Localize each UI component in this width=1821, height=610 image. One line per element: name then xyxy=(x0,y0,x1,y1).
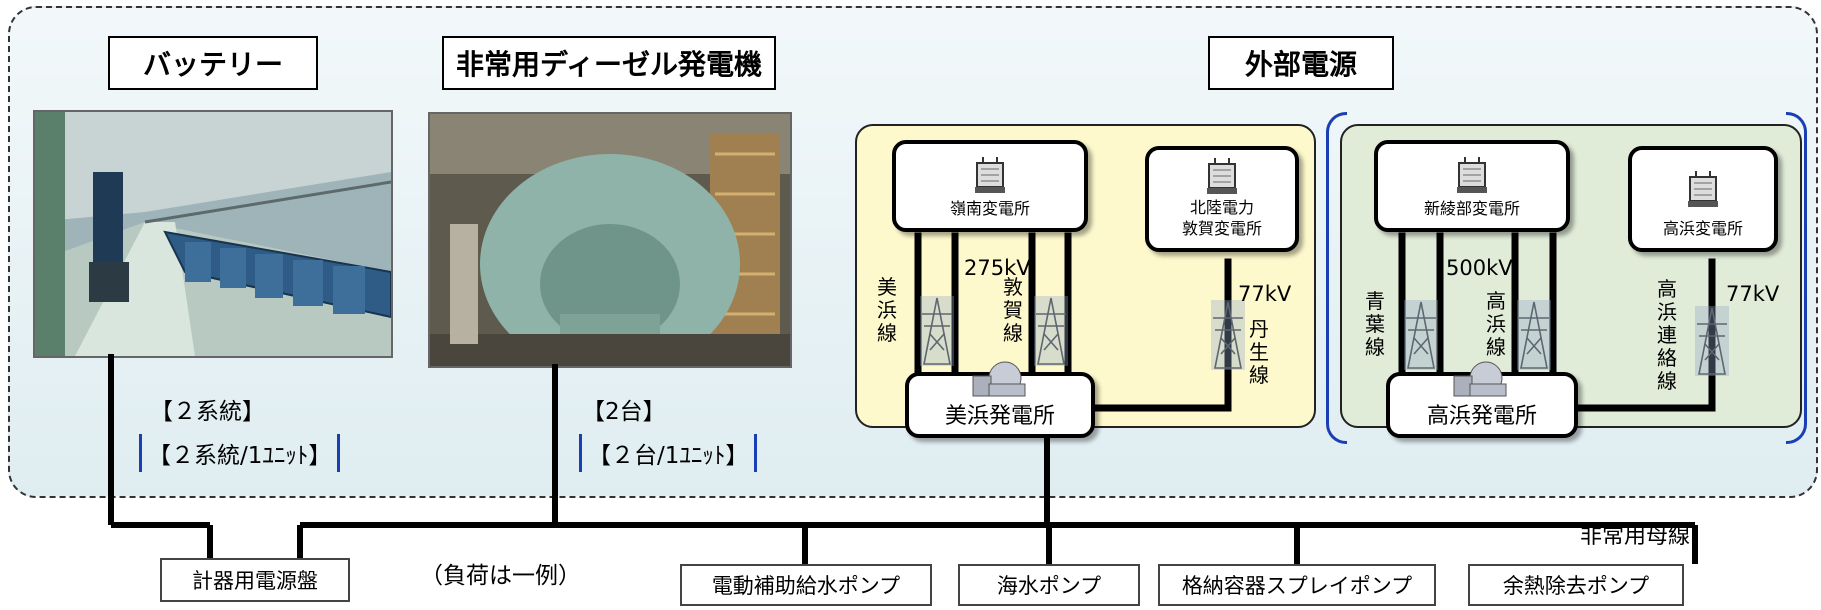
substation-reinan-label: 嶺南変電所 xyxy=(949,199,1030,219)
transmission-tower-icon xyxy=(1517,300,1551,370)
transmission-tower-icon xyxy=(1211,300,1245,370)
load-residual-heat-removal-pump: 余熱除去ポンプ xyxy=(1468,564,1684,606)
nuclear-plant-icon xyxy=(972,361,1026,397)
transformer-icon xyxy=(975,157,1005,194)
line-renraku-label: 高浜連絡線 xyxy=(1657,277,1677,393)
mihama-275kv-label: 275kV xyxy=(964,256,1031,280)
mihama-77kv-label: 77kV xyxy=(1238,282,1292,306)
load-aux-feedwater-pump: 電動補助給水ポンプ xyxy=(680,564,932,606)
battery-title: バッテリー xyxy=(108,36,318,90)
takahama-500kv-label: 500kV xyxy=(1446,256,1513,280)
substation-tsuruga: 北陸電力 敦賀変電所 xyxy=(1145,146,1299,252)
diesel-title: 非常用ディーゼル発電機 xyxy=(442,36,776,90)
load-containment-spray-pump: 格納容器スプレイポンプ xyxy=(1158,564,1436,606)
line-aoba-label: 青葉線 xyxy=(1365,289,1385,359)
diesel-per-unit: 【２台/1ﾕﾆｯﾄ】 xyxy=(579,434,758,472)
transformer-icon xyxy=(1207,158,1237,195)
substation-takahama: 高浜変電所 xyxy=(1628,146,1778,252)
transformer-icon xyxy=(1688,171,1718,208)
battery-per-unit: 【２系統/1ﾕﾆｯﾄ】 xyxy=(139,434,341,472)
transformer-icon xyxy=(1457,157,1487,194)
transmission-tower-icon xyxy=(1404,300,1438,370)
transmission-tower-icon xyxy=(1695,306,1729,376)
line-tsuruga-label: 敦賀線 xyxy=(1003,275,1023,345)
transmission-tower-icon xyxy=(920,296,954,366)
line-takahama-label: 高浜線 xyxy=(1486,289,1506,359)
transmission-tower-icon xyxy=(1034,296,1068,366)
battery-photo xyxy=(33,110,393,358)
line-mihama-label: 美浜線 xyxy=(877,275,897,345)
substation-reinan: 嶺南変電所 xyxy=(892,140,1088,232)
diesel-count: 【2台】 xyxy=(582,399,666,425)
substation-shin-ayabe: 新綾部変電所 xyxy=(1374,140,1570,232)
line-nyu-label: 丹生線 xyxy=(1249,317,1269,387)
substation-takahama-label: 高浜変電所 xyxy=(1662,219,1743,239)
substation-tsuruga-label-2: 敦賀変電所 xyxy=(1181,219,1262,239)
load-example-note: （負荷は一例） xyxy=(420,563,581,589)
takahama-77kv-label: 77kV xyxy=(1726,282,1780,306)
battery-count: 【２系統】 xyxy=(150,399,265,425)
emergency-bus-label: 非常用母線 xyxy=(1580,524,1691,549)
load-seawater-pump: 海水ポンプ xyxy=(958,564,1140,606)
substation-shin-ayabe-label: 新綾部変電所 xyxy=(1423,199,1520,219)
nuclear-plant-icon xyxy=(1453,361,1507,397)
takahama-plant: 高浜発電所 xyxy=(1386,361,1578,438)
substation-tsuruga-label-1: 北陸電力 xyxy=(1189,198,1254,218)
takahama-plant-label: 高浜発電所 xyxy=(1426,404,1537,429)
load-instrument-panel: 計器用電源盤 xyxy=(160,558,350,602)
external-power-title: 外部電源 xyxy=(1208,36,1394,90)
mihama-plant-label: 美浜発電所 xyxy=(944,404,1055,429)
diesel-generator-photo xyxy=(428,112,792,368)
mihama-plant: 美浜発電所 xyxy=(905,361,1095,438)
